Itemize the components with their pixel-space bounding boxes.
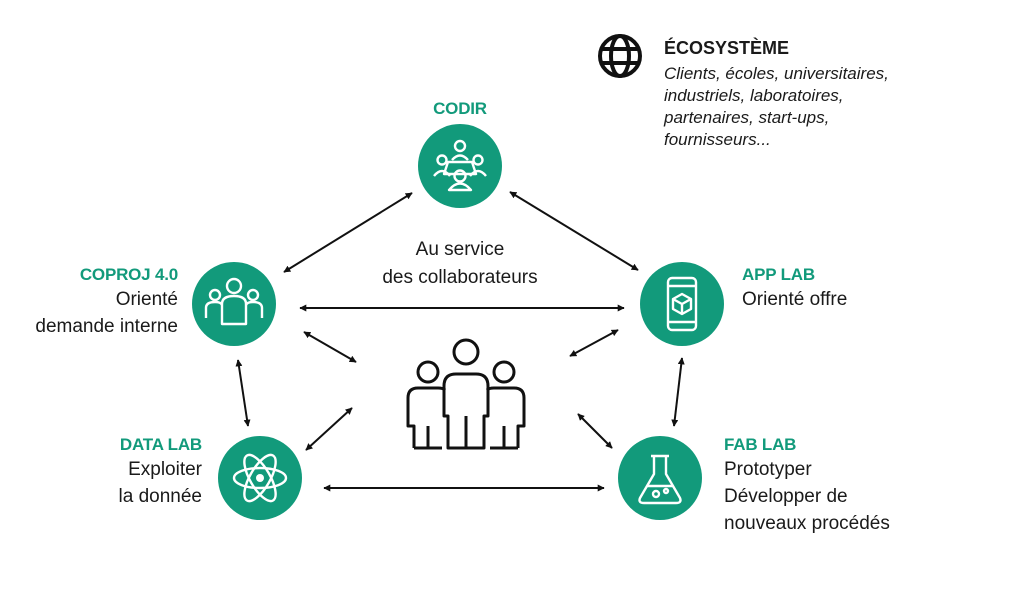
- applab-label: APP LAB Orienté offre: [742, 266, 942, 313]
- flask-icon: [638, 454, 682, 505]
- ecosystem-line: Clients, écoles, universitaires,: [664, 64, 889, 83]
- fablab-title: FAB LAB: [724, 435, 797, 454]
- ecosystem-line: partenaires, start-ups,: [664, 108, 830, 127]
- arrow-datalab-center: [305, 407, 353, 451]
- fablab-desc-line: Prototyper: [724, 459, 812, 480]
- datalab-desc-line: Exploiter: [128, 459, 202, 480]
- globe-icon: [598, 34, 642, 78]
- fablab-label: FAB LAB Prototyper Développer de nouveau…: [724, 436, 954, 537]
- arrow-codir-coproj: [283, 192, 413, 273]
- center-caption: Au service des collaborateurs: [350, 236, 570, 292]
- coproj-node: [192, 262, 276, 346]
- smartphone-cube-icon: [666, 276, 698, 332]
- arrow-codir-applab: [509, 191, 639, 271]
- ecosystem-title: ÉCOSYSTÈME: [664, 38, 790, 58]
- atom-icon: [232, 453, 288, 503]
- coproj-label: COPROJ 4.0 Orienté demande interne: [0, 266, 178, 340]
- coproj-desc-line: Orienté: [115, 289, 178, 310]
- arrow-coproj-center: [303, 331, 357, 363]
- arrow-applab-center: [569, 329, 619, 357]
- arrow-applab-fablab: [671, 357, 685, 427]
- people-group-icon: [406, 338, 526, 450]
- coproj-desc-line: demande interne: [35, 316, 178, 337]
- datalab-label: DATA LAB Exploiter la donnée: [20, 435, 203, 510]
- coproj-title: COPROJ 4.0: [79, 265, 178, 284]
- datalab-node: [218, 436, 302, 520]
- ecosystem-line: fournisseurs...: [664, 130, 771, 149]
- team-icon: [204, 277, 264, 326]
- fablab-desc-line: Développer de: [724, 486, 848, 507]
- codir-title: CODIR: [433, 99, 487, 118]
- codir-label: CODIR: [410, 100, 510, 117]
- applab-title: APP LAB: [742, 265, 815, 284]
- center-caption-line: des collaborateurs: [382, 267, 538, 288]
- meeting-table-icon: [433, 139, 487, 192]
- fablab-node: [618, 436, 702, 520]
- datalab-title: DATA LAB: [119, 435, 202, 454]
- datalab-desc-line: la donnée: [118, 486, 202, 507]
- ecosystem-line: industriels, laboratoires,: [664, 86, 844, 105]
- arrow-fablab-center: [577, 413, 613, 449]
- ecosystem-description: Clients, écoles, universitaires, industr…: [664, 63, 964, 151]
- applab-desc-line: Orienté offre: [742, 289, 848, 310]
- fablab-desc-line: nouveaux procédés: [724, 513, 890, 534]
- arrow-coproj-datalab: [235, 359, 251, 427]
- codir-node: [418, 124, 502, 208]
- applab-node: [640, 262, 724, 346]
- center-caption-line: Au service: [415, 239, 505, 260]
